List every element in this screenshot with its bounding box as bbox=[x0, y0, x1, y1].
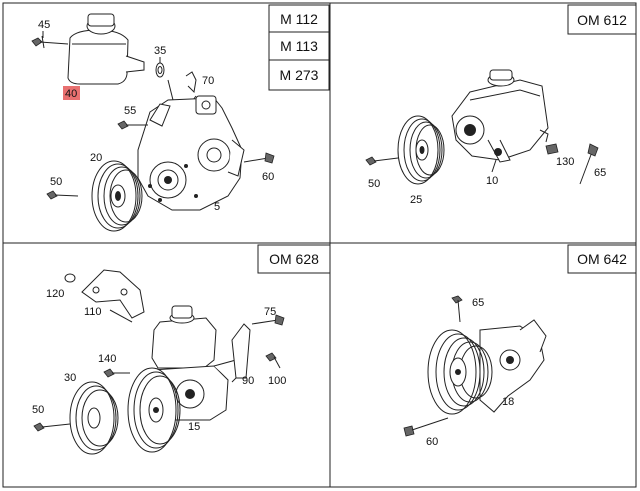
panel-top-left: M 112 M 113 M 273 bbox=[31, 4, 330, 232]
reservoir-part-bl bbox=[151, 305, 217, 369]
model-label-m113: M 113 bbox=[280, 38, 318, 54]
model-box-om612 bbox=[567, 4, 637, 35]
panel-top-right: OM 612 bbox=[365, 4, 637, 206]
model-label-om628: OM 628 bbox=[269, 251, 319, 267]
pulley-part-20 bbox=[91, 160, 143, 232]
callout-35: 35 bbox=[154, 45, 166, 57]
callout-25: 25 bbox=[410, 194, 422, 206]
callout-100: 100 bbox=[268, 375, 286, 387]
bracket-part-110 bbox=[81, 269, 145, 319]
washer-part-120 bbox=[64, 273, 76, 283]
bolt-part-100 bbox=[265, 352, 281, 369]
bolt-part-140 bbox=[103, 368, 130, 378]
bolt-part-65-br bbox=[451, 295, 463, 323]
bolt-part-75 bbox=[251, 314, 285, 326]
pump-body-part-5 bbox=[137, 95, 245, 211]
callout-40: 40 bbox=[65, 88, 77, 100]
linkage-part-90 bbox=[231, 323, 251, 379]
callout-30: 30 bbox=[64, 372, 76, 384]
callout-130: 130 bbox=[556, 156, 574, 168]
bolt-part-50-tr bbox=[365, 156, 399, 166]
callout-110: 110 bbox=[84, 306, 102, 318]
pulley-part-30b bbox=[69, 381, 119, 455]
callout-60: 60 bbox=[426, 436, 438, 448]
panel-bottom-left: OM 628 bbox=[32, 244, 331, 455]
bolt-part-65-tr bbox=[579, 143, 599, 185]
seal-part-130 bbox=[545, 143, 559, 155]
pulley-part-br bbox=[427, 329, 493, 415]
callout-20: 20 bbox=[90, 152, 102, 164]
callout-75: 75 bbox=[264, 306, 276, 318]
callout-50: 50 bbox=[50, 176, 62, 188]
callout-65: 65 bbox=[594, 167, 606, 179]
callout-70: 70 bbox=[202, 75, 214, 87]
bolt-part-45 bbox=[31, 35, 69, 49]
clip-part-70 bbox=[185, 71, 197, 94]
pump-part-10 bbox=[451, 69, 549, 163]
pulley-part-30 bbox=[127, 367, 181, 453]
callout-5: 5 bbox=[214, 201, 220, 213]
seal-ring-part-35 bbox=[155, 62, 165, 78]
callout-120: 120 bbox=[46, 288, 64, 300]
model-box-om628 bbox=[257, 244, 331, 274]
callout-18: 18 bbox=[502, 396, 514, 408]
bolt-part-50-bl bbox=[33, 422, 71, 432]
highlight-callout-40 bbox=[63, 86, 80, 100]
bolt-part-50-tl bbox=[46, 190, 79, 200]
callout-15: 15 bbox=[188, 421, 200, 433]
callout-10: 10 bbox=[486, 175, 498, 187]
callout-45: 45 bbox=[38, 19, 50, 31]
pulley-part-25 bbox=[397, 115, 445, 185]
model-label-m273: M 273 bbox=[280, 67, 319, 83]
model-label-m112: M 112 bbox=[280, 11, 318, 27]
model-label-om612: OM 612 bbox=[577, 12, 627, 28]
model-label-om642: OM 642 bbox=[577, 251, 627, 267]
model-box-om642 bbox=[567, 244, 637, 274]
pump-part-18 bbox=[479, 319, 547, 413]
bolt-part-60-br bbox=[403, 417, 449, 437]
callout-50: 50 bbox=[32, 404, 44, 416]
callout-90: 90 bbox=[242, 375, 254, 387]
callout-50: 50 bbox=[368, 178, 380, 190]
callout-65: 65 bbox=[472, 297, 484, 309]
callout-60: 60 bbox=[262, 171, 274, 183]
model-box-group: M 112 M 113 M 273 bbox=[268, 4, 330, 91]
bolt-part-60-tl bbox=[243, 152, 275, 164]
bolt-part-55 bbox=[117, 120, 148, 130]
callout-55: 55 bbox=[124, 105, 136, 117]
reservoir-part-40 bbox=[67, 13, 145, 85]
panel-bottom-right: OM 642 65 18 60 bbox=[403, 244, 637, 448]
callout-140: 140 bbox=[98, 353, 116, 365]
